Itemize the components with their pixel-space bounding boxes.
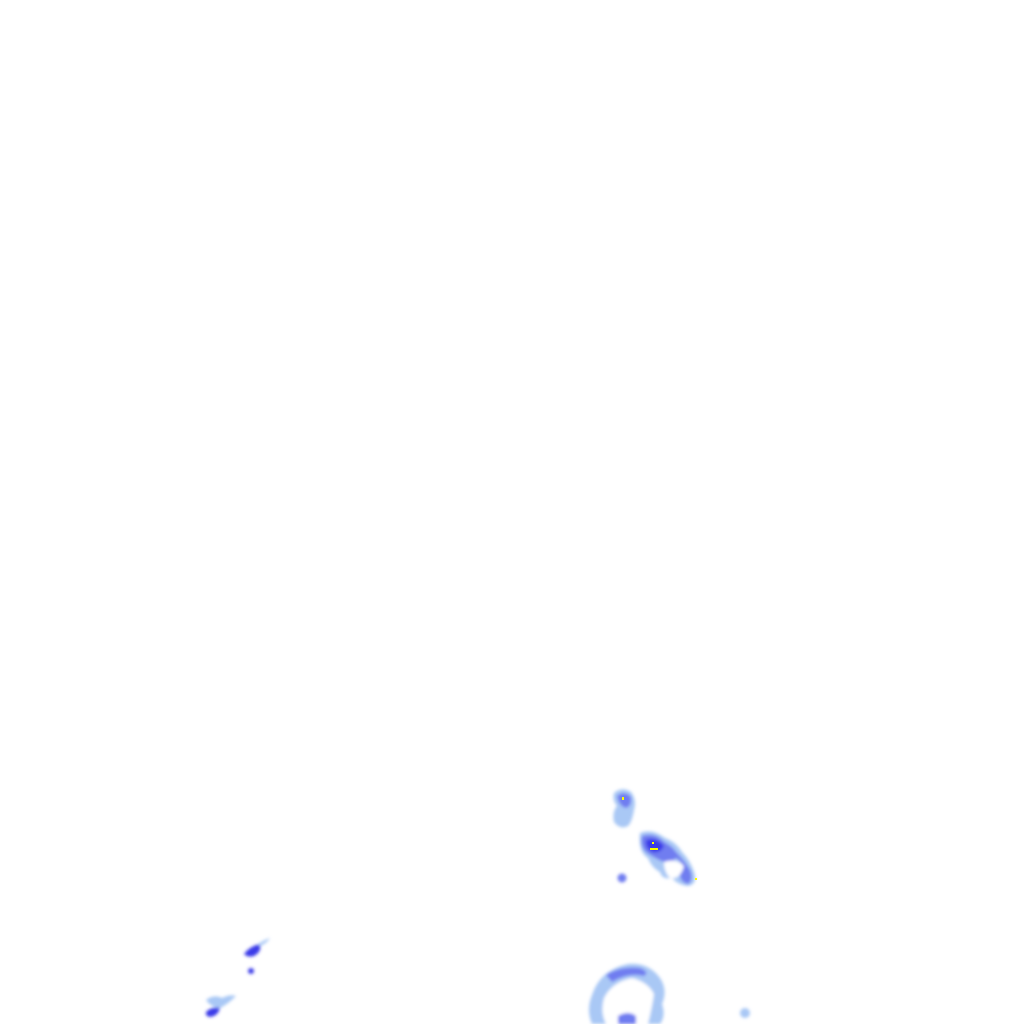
intense-core <box>622 797 624 800</box>
precip-area-mod <box>606 967 647 982</box>
intense-core <box>650 848 658 850</box>
precip-cell-main <box>639 831 696 886</box>
precip-area-light <box>664 860 684 879</box>
precip-cell-small <box>617 873 750 1018</box>
precip-cell-southwest <box>205 938 270 1017</box>
intense-core <box>695 878 697 880</box>
precip-area-mod <box>617 793 632 808</box>
precip-cell-south <box>589 963 665 1024</box>
precip-area-light <box>206 995 236 1008</box>
precip-area-heavy <box>244 944 261 957</box>
precip-area-mod <box>617 873 627 883</box>
precip-area-heavy <box>205 1007 220 1017</box>
precip-area-light <box>258 938 270 946</box>
precip-area-light <box>740 1008 750 1018</box>
intense-core <box>652 842 654 844</box>
precip-cell-north <box>613 789 635 828</box>
intense-cores <box>622 797 697 880</box>
precip-area-mod <box>618 1013 636 1024</box>
precip-area-heavy <box>248 968 254 974</box>
